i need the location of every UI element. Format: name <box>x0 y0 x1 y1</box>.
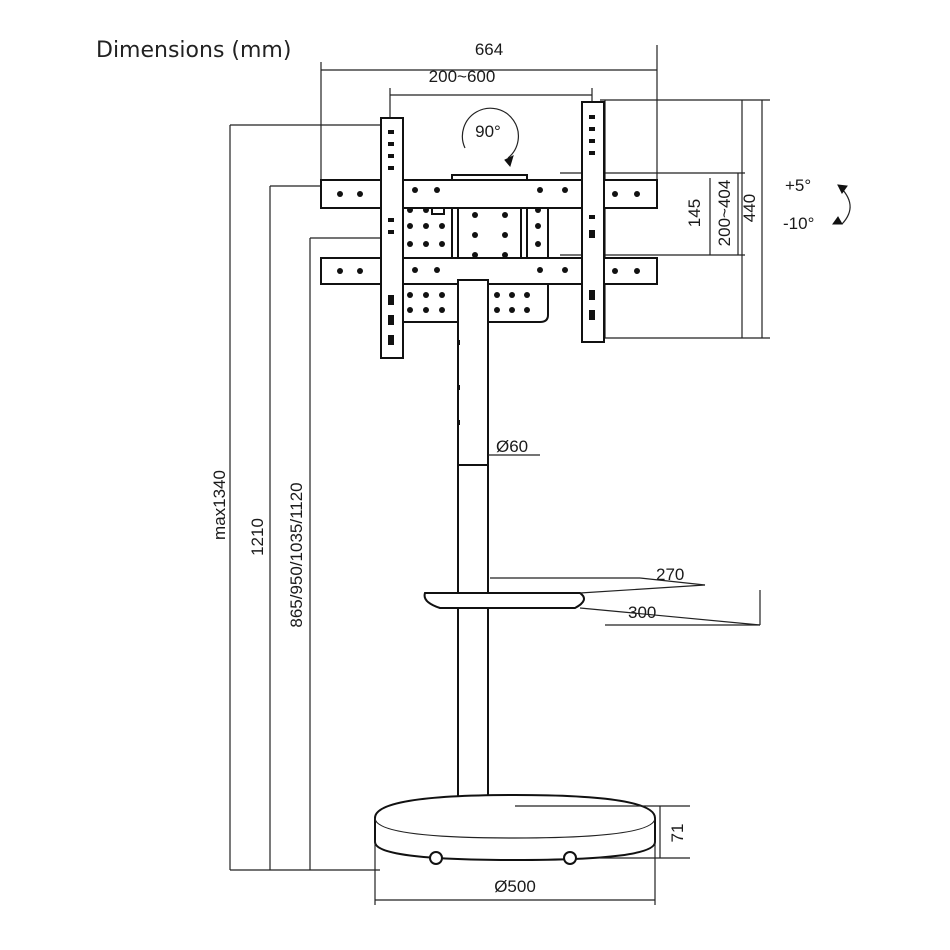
dimension-heights-left: max1340 1210 865/950/1035/1120 <box>210 124 400 871</box>
diagram-title: Dimensions (mm) <box>96 38 292 63</box>
label-tilt-down: -10° <box>783 214 814 233</box>
label-145: 145 <box>685 199 704 227</box>
tilt-indicator: +5° -10° <box>783 176 851 233</box>
vertical-rails <box>380 101 605 359</box>
shelf: 270 300 <box>423 565 761 626</box>
label-shelf-width: 300 <box>628 603 656 622</box>
label-shelf-depth: 270 <box>656 565 684 584</box>
rotation-indicator: 90° <box>461 107 519 168</box>
label-rotation: 90° <box>475 122 501 141</box>
label-base-diameter: Ø500 <box>494 877 536 896</box>
label-height-options: 865/950/1035/1120 <box>287 482 306 627</box>
label-vesa-height-range: 200~404 <box>715 180 734 247</box>
dimension-664: 664 <box>320 40 658 190</box>
label-pole-diameter: Ø60 <box>496 437 528 456</box>
label-664: 664 <box>475 40 503 59</box>
pole: Ø60 <box>457 279 540 806</box>
label-tilt-up: +5° <box>785 176 811 195</box>
label-base-height: 71 <box>668 824 687 843</box>
label-1210: 1210 <box>248 518 267 556</box>
label-440: 440 <box>740 194 759 222</box>
label-max-height: max1340 <box>210 470 229 540</box>
label-vesa-width: 200~600 <box>429 67 496 86</box>
base: 71 Ø500 <box>374 793 690 905</box>
dimension-vesa-width: 200~600 <box>389 67 593 120</box>
